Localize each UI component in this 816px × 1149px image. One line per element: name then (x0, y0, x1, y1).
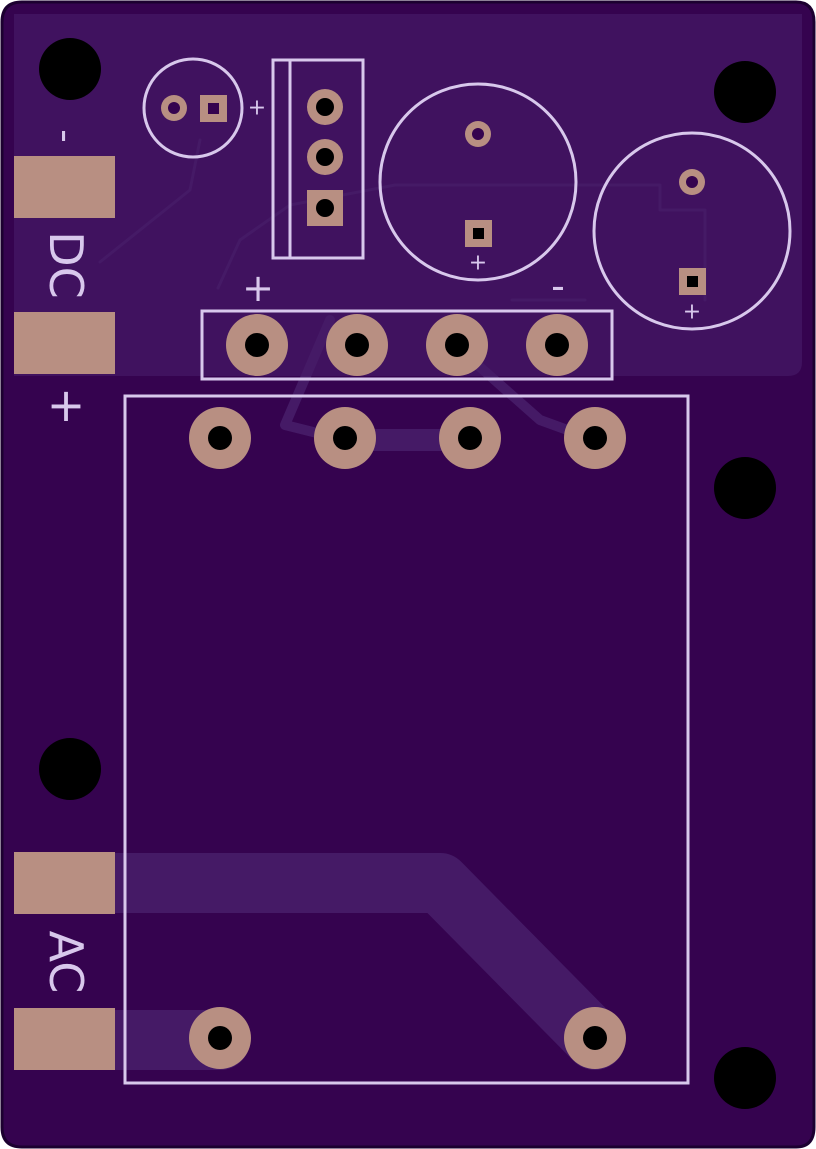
relay-pin-4-hole (583, 426, 607, 450)
ac-pad-top (14, 852, 115, 914)
header-outline (200, 309, 614, 381)
relay-outline (123, 394, 690, 1085)
cap-mid-outline (378, 82, 578, 282)
mounting-hole-mid-left (39, 738, 101, 800)
dc-plus-label: + (47, 378, 86, 432)
mounting-hole-mid-right (714, 457, 776, 519)
dc-minus-label: - (44, 129, 88, 143)
relay-pin-5-hole (208, 1026, 232, 1050)
header-plus-label: + (242, 266, 274, 310)
trace-regulator (216, 183, 707, 302)
terminal-pads (14, 156, 115, 1070)
regulator-pin-3-hole (316, 199, 334, 217)
cap-small-pad-square-hole (208, 103, 219, 114)
dc-pad-minus (14, 156, 115, 218)
relay-pin-3-hole (458, 426, 482, 450)
dc-label: DC (39, 231, 93, 299)
cap-mid-pad-round-hole (472, 128, 484, 140)
cap-small-outline (142, 57, 244, 159)
ac-label: AC (39, 931, 93, 994)
trace-ac-top (80, 853, 625, 1070)
cap-right-pad-square-hole (687, 276, 698, 287)
regulator-pin-2-hole (316, 148, 334, 166)
header-minus-label: - (551, 264, 565, 308)
cap-mid-pad-square-hole (473, 228, 484, 239)
cap-small-plus-label: + (248, 96, 266, 121)
mounting-hole-top-right (714, 61, 776, 123)
regulator-outline (271, 58, 365, 260)
relay-pin-6-hole (583, 1026, 607, 1050)
regulator-pin-1-hole (316, 98, 334, 116)
header-pin-1-hole (245, 333, 269, 357)
cap-mid-plus-label: + (469, 251, 487, 276)
ac-pad-bottom (14, 1008, 115, 1070)
relay-pin-2-hole (333, 426, 357, 450)
dc-pad-plus (14, 312, 115, 374)
header-pin-2-hole (345, 333, 369, 357)
mounting-hole-bottom-right (714, 1047, 776, 1109)
cap-right-plus-label: + (683, 300, 701, 325)
cap-right-pad-round-hole (686, 176, 698, 188)
silkscreen-outlines (123, 57, 792, 1085)
mounting-hole-top-left (39, 38, 101, 100)
cap-small-pad-round-hole (168, 102, 180, 114)
header-pin-4-hole (545, 333, 569, 357)
mounting-holes (39, 38, 776, 1109)
header-pin-3-hole (445, 333, 469, 357)
relay-pin-1-hole (208, 426, 232, 450)
cap-right-outline (592, 131, 792, 331)
component-pads (161, 89, 706, 1069)
